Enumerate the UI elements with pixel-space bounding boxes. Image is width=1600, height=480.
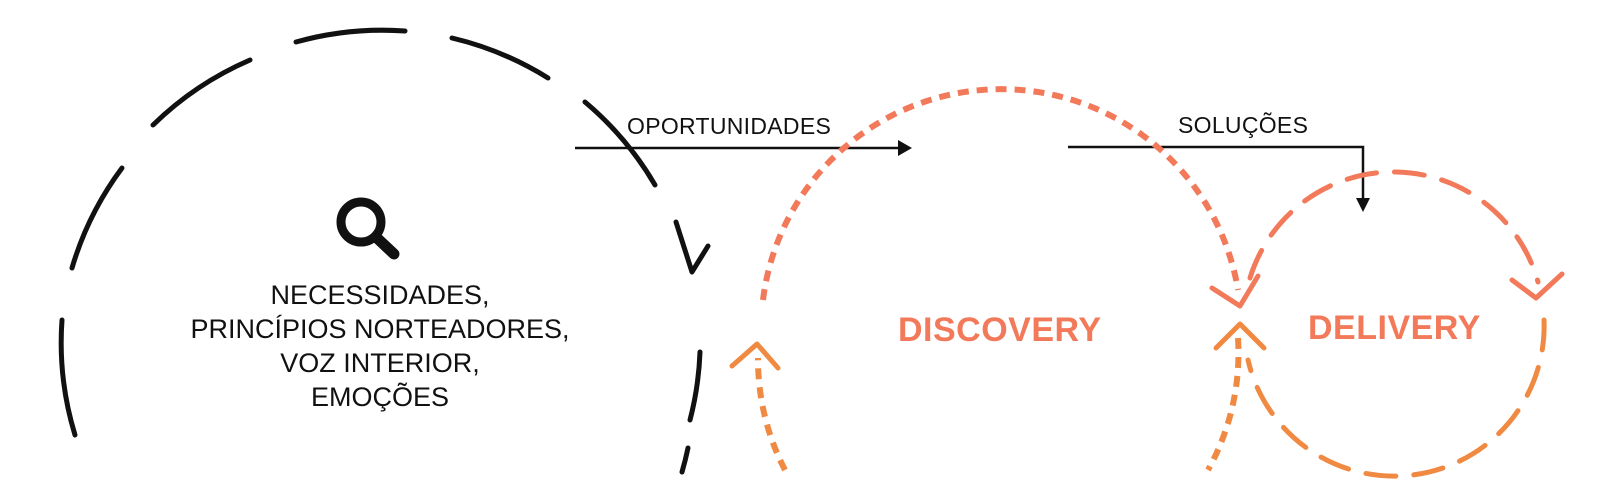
discovery-arrowhead-bottom xyxy=(1213,321,1267,351)
delivery-loop xyxy=(1245,169,1547,479)
discovery-label: DISCOVERY xyxy=(898,311,1102,349)
solutions-label: SOLUÇÕES xyxy=(1178,112,1309,138)
magnifier-icon xyxy=(336,197,400,260)
inner-voice-line: VOZ INTERIOR, xyxy=(280,348,480,378)
discovery-arrowhead-left xyxy=(729,341,781,371)
delivery-label: DELIVERY xyxy=(1308,309,1481,347)
inner-loop-arrowhead xyxy=(673,219,711,275)
discovery-arrowhead-top xyxy=(1209,273,1261,309)
needs-line: NECESSIDADES, xyxy=(270,280,490,310)
inner-loop-arc xyxy=(58,27,703,475)
principles-line: PRINCÍPIOS NORTEADORES, xyxy=(190,314,570,344)
opportunities-label: OPORTUNIDADES xyxy=(627,113,832,139)
emotions-line: EMOÇÕES xyxy=(310,382,450,412)
delivery-arrowhead xyxy=(1509,271,1565,301)
solutions-arrow xyxy=(1068,145,1370,212)
discovery-loop xyxy=(754,86,1242,472)
inner-loop-text: NECESSIDADES, PRINCÍPIOS NORTEADORES, VO… xyxy=(150,278,610,414)
